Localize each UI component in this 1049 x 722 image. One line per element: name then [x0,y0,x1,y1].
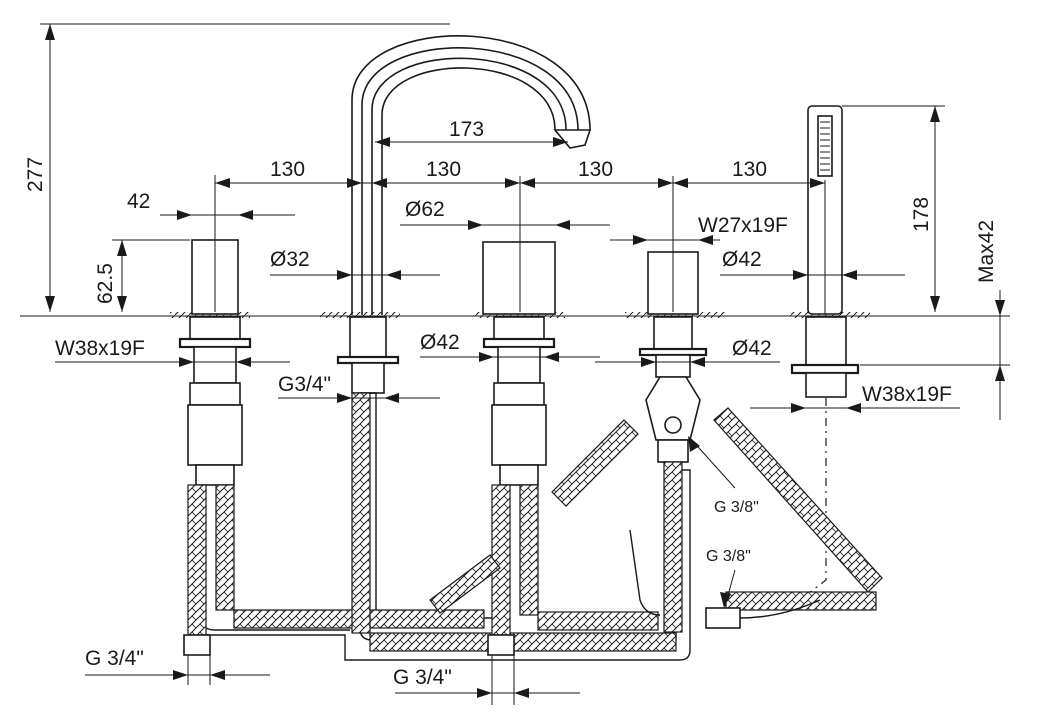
dimension-labels: 277 173 130 130 130 130 42 62.5 Ø62 Ø32 … [24,118,998,689]
dim-spacing-4: 130 [732,158,767,181]
dim-shower-height: 178 [910,197,933,232]
dim-diverter-thread: W27x19F [698,214,788,237]
dim-diverter-dia: Ø62 [405,198,445,221]
dim-bottom-supply: G 3/4" [393,666,452,689]
left-handle-valve [178,175,252,486]
dim-spout-dia: Ø32 [270,248,310,271]
dim-diverter-shank-dia: Ø42 [732,337,772,360]
dimension-lines [40,23,1010,705]
dim-handle-height: 62.5 [94,263,117,304]
dim-total-height: 277 [24,157,47,192]
deck-surface [20,312,1010,318]
dim-hose-conn-2: G 3/8" [706,548,751,565]
dim-shower-holder-dia: Ø42 [722,248,762,271]
dim-spacing-3: 130 [578,158,613,181]
dim-spacing-1: 130 [270,158,305,181]
dim-right-thread: W38x19F [862,383,952,406]
dim-hose-conn-1: G 3/8" [714,499,759,516]
dim-spout-inlet: G3/4" [278,373,331,396]
dim-handle-width: 42 [127,190,150,213]
dim-left-thread: W38x19F [55,337,145,360]
hoses [183,392,883,661]
hand-shower [790,105,860,601]
dim-spacing-2: 130 [426,158,461,181]
dim-center-dia: Ø42 [420,331,460,354]
center-valve [482,176,556,486]
dim-deck-max: Max42 [975,220,998,283]
dim-spout-reach: 173 [449,118,484,141]
diverter-valve [638,176,708,463]
dim-left-supply: G 3/4" [85,647,144,670]
